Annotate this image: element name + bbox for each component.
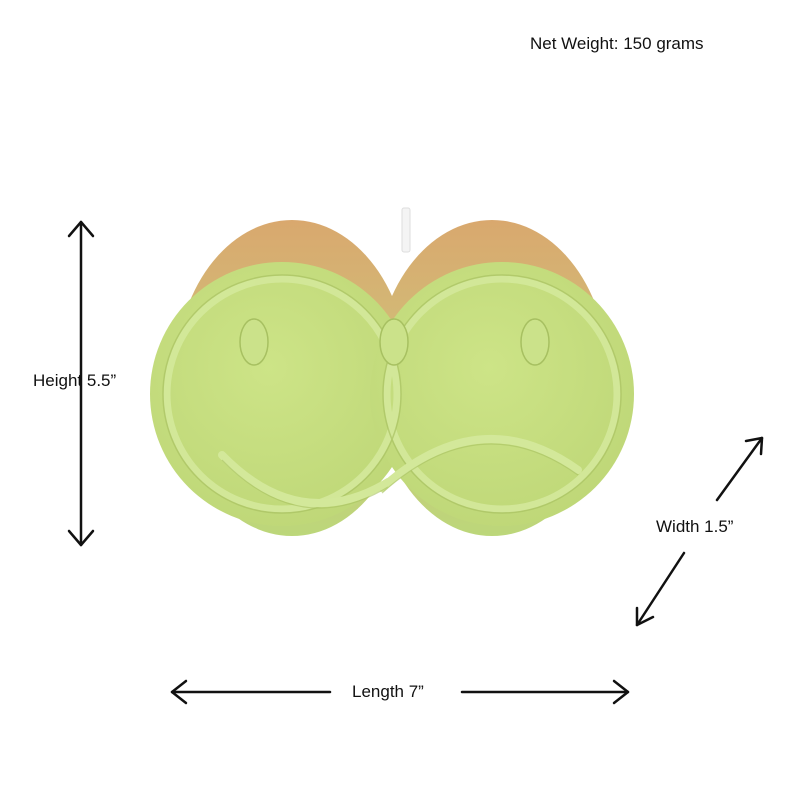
frown-icon	[378, 434, 582, 492]
smiley-rim	[163, 275, 401, 513]
right-eye-icon	[520, 318, 550, 366]
length-label: Length 7”	[352, 682, 424, 701]
height-arrow	[67, 220, 95, 547]
sad-rim	[383, 275, 621, 513]
height-label: Height 5.5”	[33, 371, 117, 390]
middle-eye-icon	[379, 318, 409, 366]
net-weight-label: Net Weight: 150 grams	[530, 34, 704, 53]
smiley-face-disc	[150, 262, 414, 526]
left-eye-icon	[239, 318, 269, 366]
width-label: Width 1.5”	[656, 517, 734, 536]
smile-icon	[218, 451, 392, 508]
wick	[401, 207, 411, 253]
width-arrow	[635, 436, 764, 627]
candle	[150, 207, 634, 536]
sad-face-disc	[370, 262, 634, 526]
length-arrow	[170, 679, 630, 705]
